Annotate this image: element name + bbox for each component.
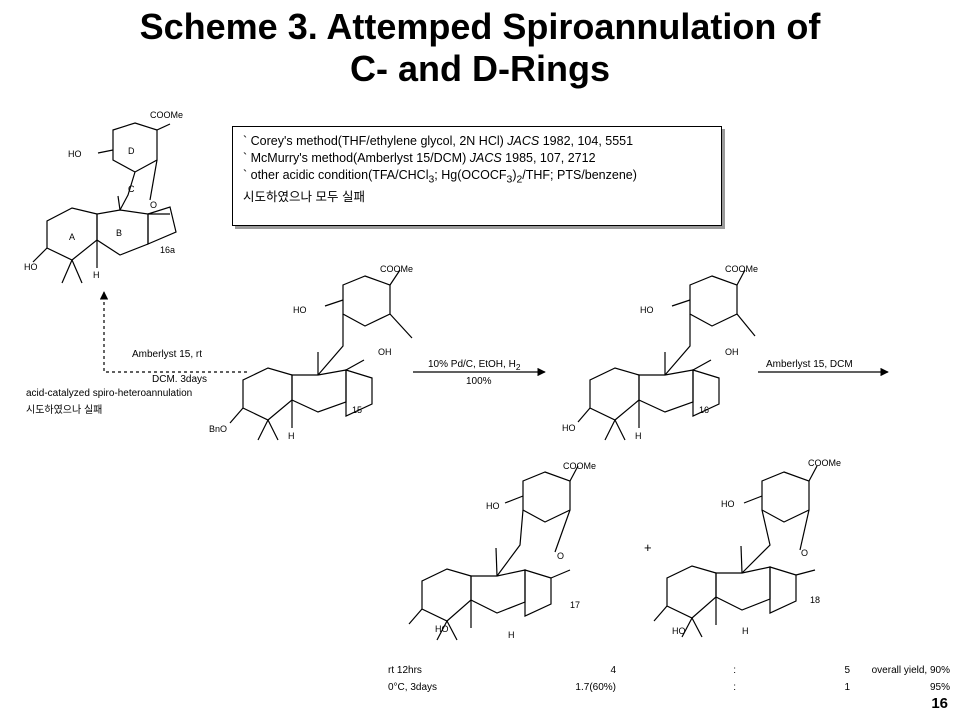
yield-18-cell: 1 <box>844 682 850 693</box>
yield-18-cell: 5 <box>844 665 850 676</box>
structure-18 <box>653 465 818 638</box>
coome-label-18: COOMe <box>808 458 841 468</box>
ho-a-label-17: HO <box>435 624 449 634</box>
dashed-arrow-condition-top: Amberlyst 15, rt <box>132 349 203 360</box>
slide-title: Scheme 3. Attemped Spiroannulation of C-… <box>0 6 960 90</box>
compound-16-label: 16 <box>699 405 709 415</box>
conditions-note-box: ` Corey's method(THF/ethylene glycol, 2N… <box>232 126 722 226</box>
attempt-note-line-2: 시도하였으나 실패 <box>26 405 103 416</box>
table-row: 0°C, 3days 1.7(60%) : 1 95% <box>388 679 950 696</box>
title-line-1: Scheme 3. Attemped Spiroannulation of <box>139 6 821 47</box>
note-line-2: ` McMurry's method(Amberlyst 15/DCM) JAC… <box>243 151 596 165</box>
coome-label-17: COOMe <box>563 461 596 471</box>
yield-table: rt 12hrs 4 : 5 overall yield, 90% 0°C, 3… <box>388 662 950 696</box>
yield-sep-cell: : <box>733 665 736 676</box>
o-label-16a: O <box>150 200 157 210</box>
ho-a-label-16a: HO <box>24 262 38 272</box>
ring-c-label: C <box>128 184 135 194</box>
arrow-1-condition-bottom: 100% <box>466 376 492 387</box>
arrow-2-condition-top: Amberlyst 15, DCM <box>766 359 853 370</box>
yield-condition-cell: rt 12hrs <box>388 665 422 676</box>
plus-sign: + <box>644 540 652 555</box>
bno-label-15: BnO <box>209 424 227 434</box>
note-line-1: ` Corey's method(THF/ethylene glycol, 2N… <box>243 134 634 148</box>
yield-overall-cell: 95% <box>929 682 950 693</box>
h-label-15: H <box>288 431 295 441</box>
compound-17-label: 17 <box>570 600 580 610</box>
coome-label-16a: COOMe <box>150 110 183 120</box>
coome-label-15: COOMe <box>380 264 413 274</box>
structure-16 <box>577 269 756 441</box>
arrow-1-condition-top: 10% Pd/C, EtOH, H2 <box>428 359 521 372</box>
h-label-18: H <box>742 626 749 636</box>
compound-18-label: 18 <box>810 595 820 605</box>
ring-b-label: B <box>116 228 122 238</box>
ho-a-label-18: HO <box>672 626 686 636</box>
yield-17-cell: 4 <box>610 665 616 676</box>
structure-15 <box>229 269 413 441</box>
note-line-4: 시도하였으나 모두 실패 <box>243 189 365 204</box>
ho-label-16: HO <box>640 305 654 315</box>
o-label-18: O <box>801 548 808 558</box>
attempt-note-line-1: acid-catalyzed spiro-heteroannulation <box>26 388 193 399</box>
h-label-16: H <box>635 431 642 441</box>
h-label-16a: H <box>93 270 100 280</box>
yield-overall-cell: overall yield, 90% <box>871 665 950 676</box>
note-line-3: ` other acidic condition(TFA/CHCl3; Hg(O… <box>243 168 637 186</box>
compound-15-label: 15 <box>352 405 362 415</box>
h-label-17: H <box>508 630 515 640</box>
ring-d-label: D <box>128 146 135 156</box>
yield-sep-cell: : <box>733 682 736 693</box>
yield-17-cell: 1.7(60%) <box>575 682 616 693</box>
dashed-arrow <box>99 291 247 373</box>
compound-16a-label: 16a <box>160 245 175 255</box>
dashed-arrow-condition-bottom: DCM. 3days <box>152 374 208 385</box>
oh-label-15: OH <box>378 347 392 357</box>
ho-label-16a: HO <box>68 149 82 159</box>
ho-label-17: HO <box>486 501 500 511</box>
table-row: rt 12hrs 4 : 5 overall yield, 90% <box>388 662 950 679</box>
structure-16a <box>32 122 177 284</box>
page-number: 16 <box>931 695 948 712</box>
structure-17 <box>408 465 579 641</box>
o-label-17: O <box>557 551 564 561</box>
ring-a-label: A <box>69 232 75 242</box>
yield-condition-cell: 0°C, 3days <box>388 682 438 693</box>
ho-label-18: HO <box>721 499 735 509</box>
coome-label-16: COOMe <box>725 264 758 274</box>
ho-a-label-16: HO <box>562 423 576 433</box>
title-line-2: C- and D-Rings <box>350 48 610 89</box>
oh-label-16: OH <box>725 347 739 357</box>
ho-label-15: HO <box>293 305 307 315</box>
